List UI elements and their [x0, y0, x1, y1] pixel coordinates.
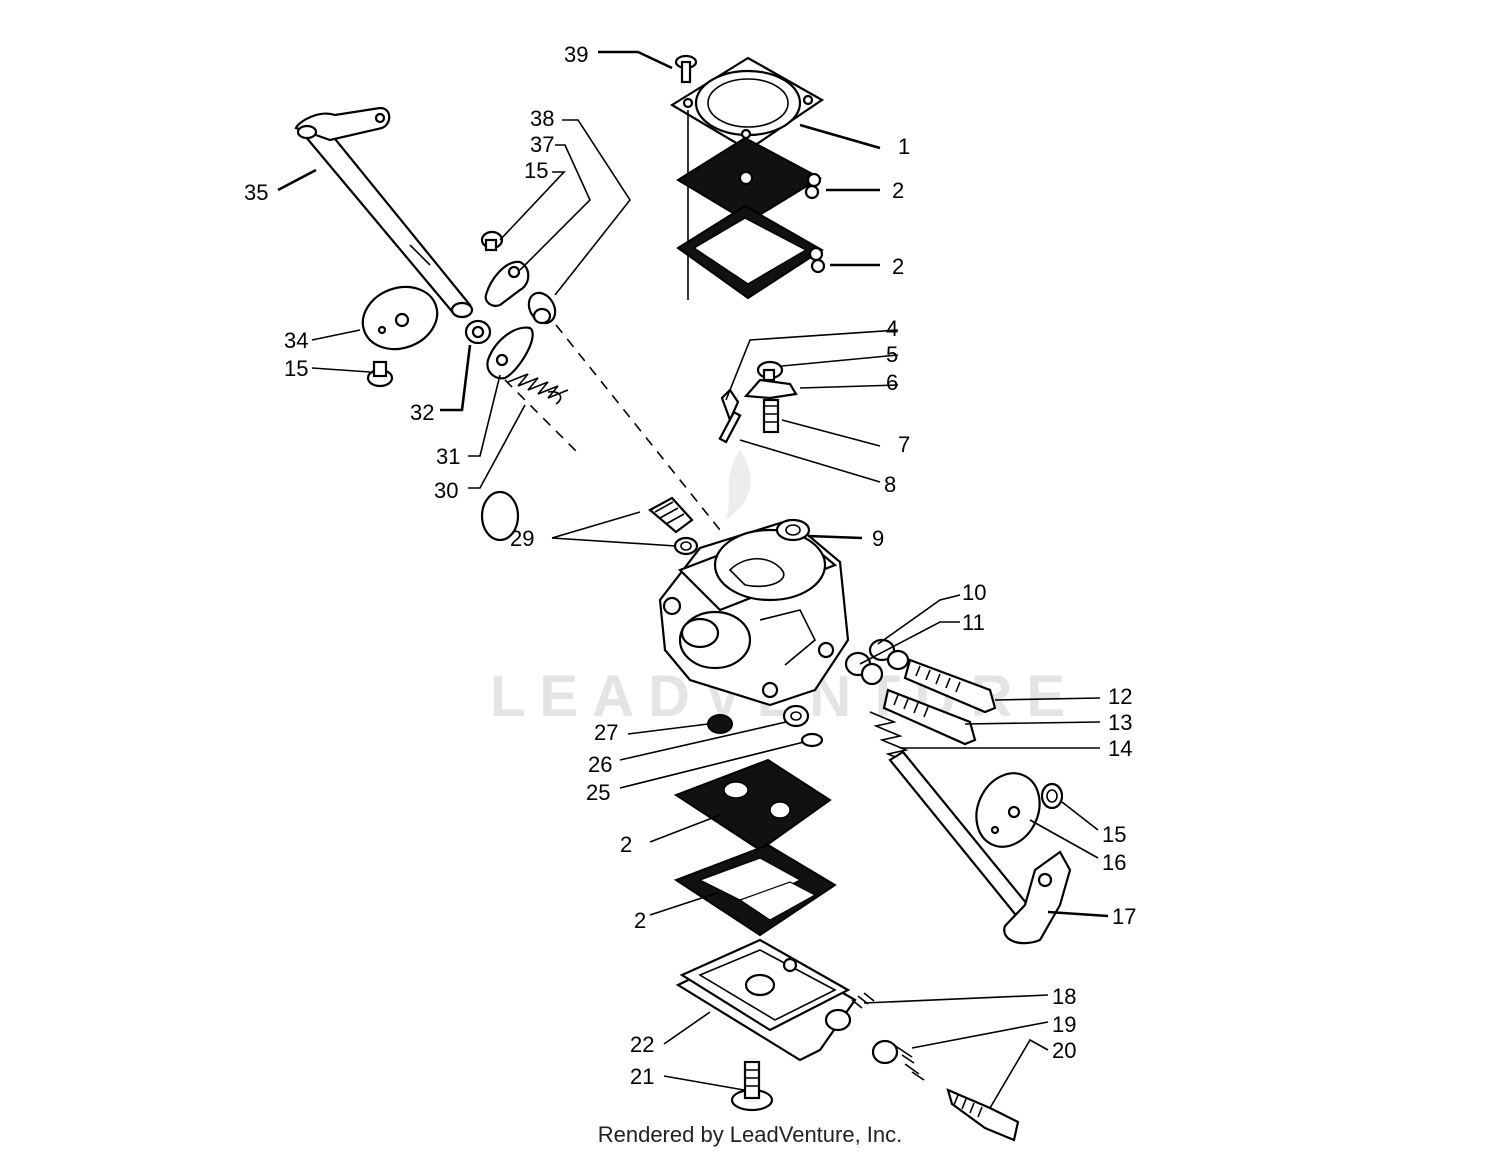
callout-2-b: 2 [892, 254, 904, 279]
callout-8: 8 [884, 472, 896, 497]
part-choke-plate [361, 285, 439, 351]
part-cover-plate [669, 56, 825, 152]
callout-6: 6 [886, 370, 898, 395]
callout-34: 34 [284, 328, 308, 353]
part-gasket-top [676, 204, 826, 300]
part-spring-30 [507, 373, 569, 405]
callout-19: 19 [1052, 1012, 1076, 1037]
footer-credit: Rendered by LeadVenture, Inc. [0, 1122, 1500, 1148]
callout-30: 30 [434, 478, 458, 503]
part-screw-15-right [1040, 782, 1064, 810]
callout-13: 13 [1108, 710, 1132, 735]
callout-14: 14 [1108, 736, 1132, 761]
callout-25: 25 [586, 780, 610, 805]
callout-2-a: 2 [892, 178, 904, 203]
callout-29: 29 [510, 526, 534, 551]
callout-11: 11 [962, 610, 985, 635]
part-filter-screen-29 [480, 490, 699, 556]
part-screw-15-left [366, 360, 394, 388]
assembly-line-spring [504, 379, 581, 456]
part-needle-4 [720, 388, 740, 423]
part-screw-39 [674, 54, 698, 300]
part-bushing-38 [527, 291, 557, 325]
callout-labels: 39 1 2 2 35 38 37 15 34 15 32 31 30 4 5 … [244, 42, 1136, 1089]
callout-1: 1 [898, 134, 910, 159]
callout-10: 10 [962, 580, 986, 605]
callout-18: 18 [1052, 984, 1076, 1009]
callout-20: 20 [1052, 1038, 1076, 1063]
callout-15-a: 15 [524, 158, 548, 183]
part-screw-5 [756, 360, 784, 382]
callout-5: 5 [886, 342, 898, 367]
part-gasket-lower [673, 843, 837, 937]
part-diaphragm-lower [673, 758, 832, 852]
part-screw-15-upper [480, 230, 504, 252]
callout-12: 12 [1108, 684, 1132, 709]
callout-38: 38 [530, 106, 554, 131]
callout-2-c: 2 [620, 832, 632, 857]
callout-16: 16 [1102, 850, 1126, 875]
leader-lines [277, 50, 1109, 1109]
callout-35: 35 [244, 180, 268, 205]
part-diaphragm-top [676, 136, 823, 224]
part-throttle-plate-16 [975, 772, 1041, 848]
part-gasket-9 [775, 518, 811, 542]
part-washer-32 [464, 319, 492, 345]
callout-4: 4 [886, 316, 898, 341]
part-pin-8 [718, 410, 742, 444]
callout-27: 27 [594, 720, 618, 745]
callout-17: 17 [1112, 904, 1136, 929]
part-plug-27 [707, 714, 733, 734]
callout-9: 9 [872, 526, 884, 551]
part-lever-6 [743, 378, 798, 400]
part-lever-31 [486, 326, 534, 380]
part-pump-cover-22 [675, 938, 857, 1062]
part-detent-37 [484, 260, 530, 307]
part-choke-shaft [294, 106, 474, 319]
callout-31: 31 [436, 444, 460, 469]
callout-32: 32 [410, 400, 434, 425]
callout-39: 39 [564, 42, 588, 67]
part-throttle-shaft [888, 750, 1072, 945]
part-spring-19 [871, 1039, 925, 1081]
part-spring-14 [869, 711, 913, 765]
callout-22: 22 [630, 1032, 654, 1057]
part-check-valve-25 [800, 732, 824, 748]
part-washer-26 [782, 704, 810, 728]
part-screw-21 [730, 1060, 774, 1112]
part-needle-13 [882, 688, 977, 746]
callout-37: 37 [530, 132, 554, 157]
part-needle-12 [903, 658, 997, 714]
callout-15-b: 15 [284, 356, 308, 381]
callout-15-c: 15 [1102, 822, 1126, 847]
part-spring-7 [762, 398, 780, 434]
callout-21: 21 [630, 1064, 654, 1089]
assembly-line-choke [555, 324, 721, 531]
callout-26: 26 [588, 752, 612, 777]
part-carburetor-body [658, 518, 850, 707]
callout-2-d: 2 [634, 908, 646, 933]
callout-7: 7 [898, 432, 910, 457]
footer-credit-text: Rendered by LeadVenture, Inc. [597, 1122, 903, 1147]
